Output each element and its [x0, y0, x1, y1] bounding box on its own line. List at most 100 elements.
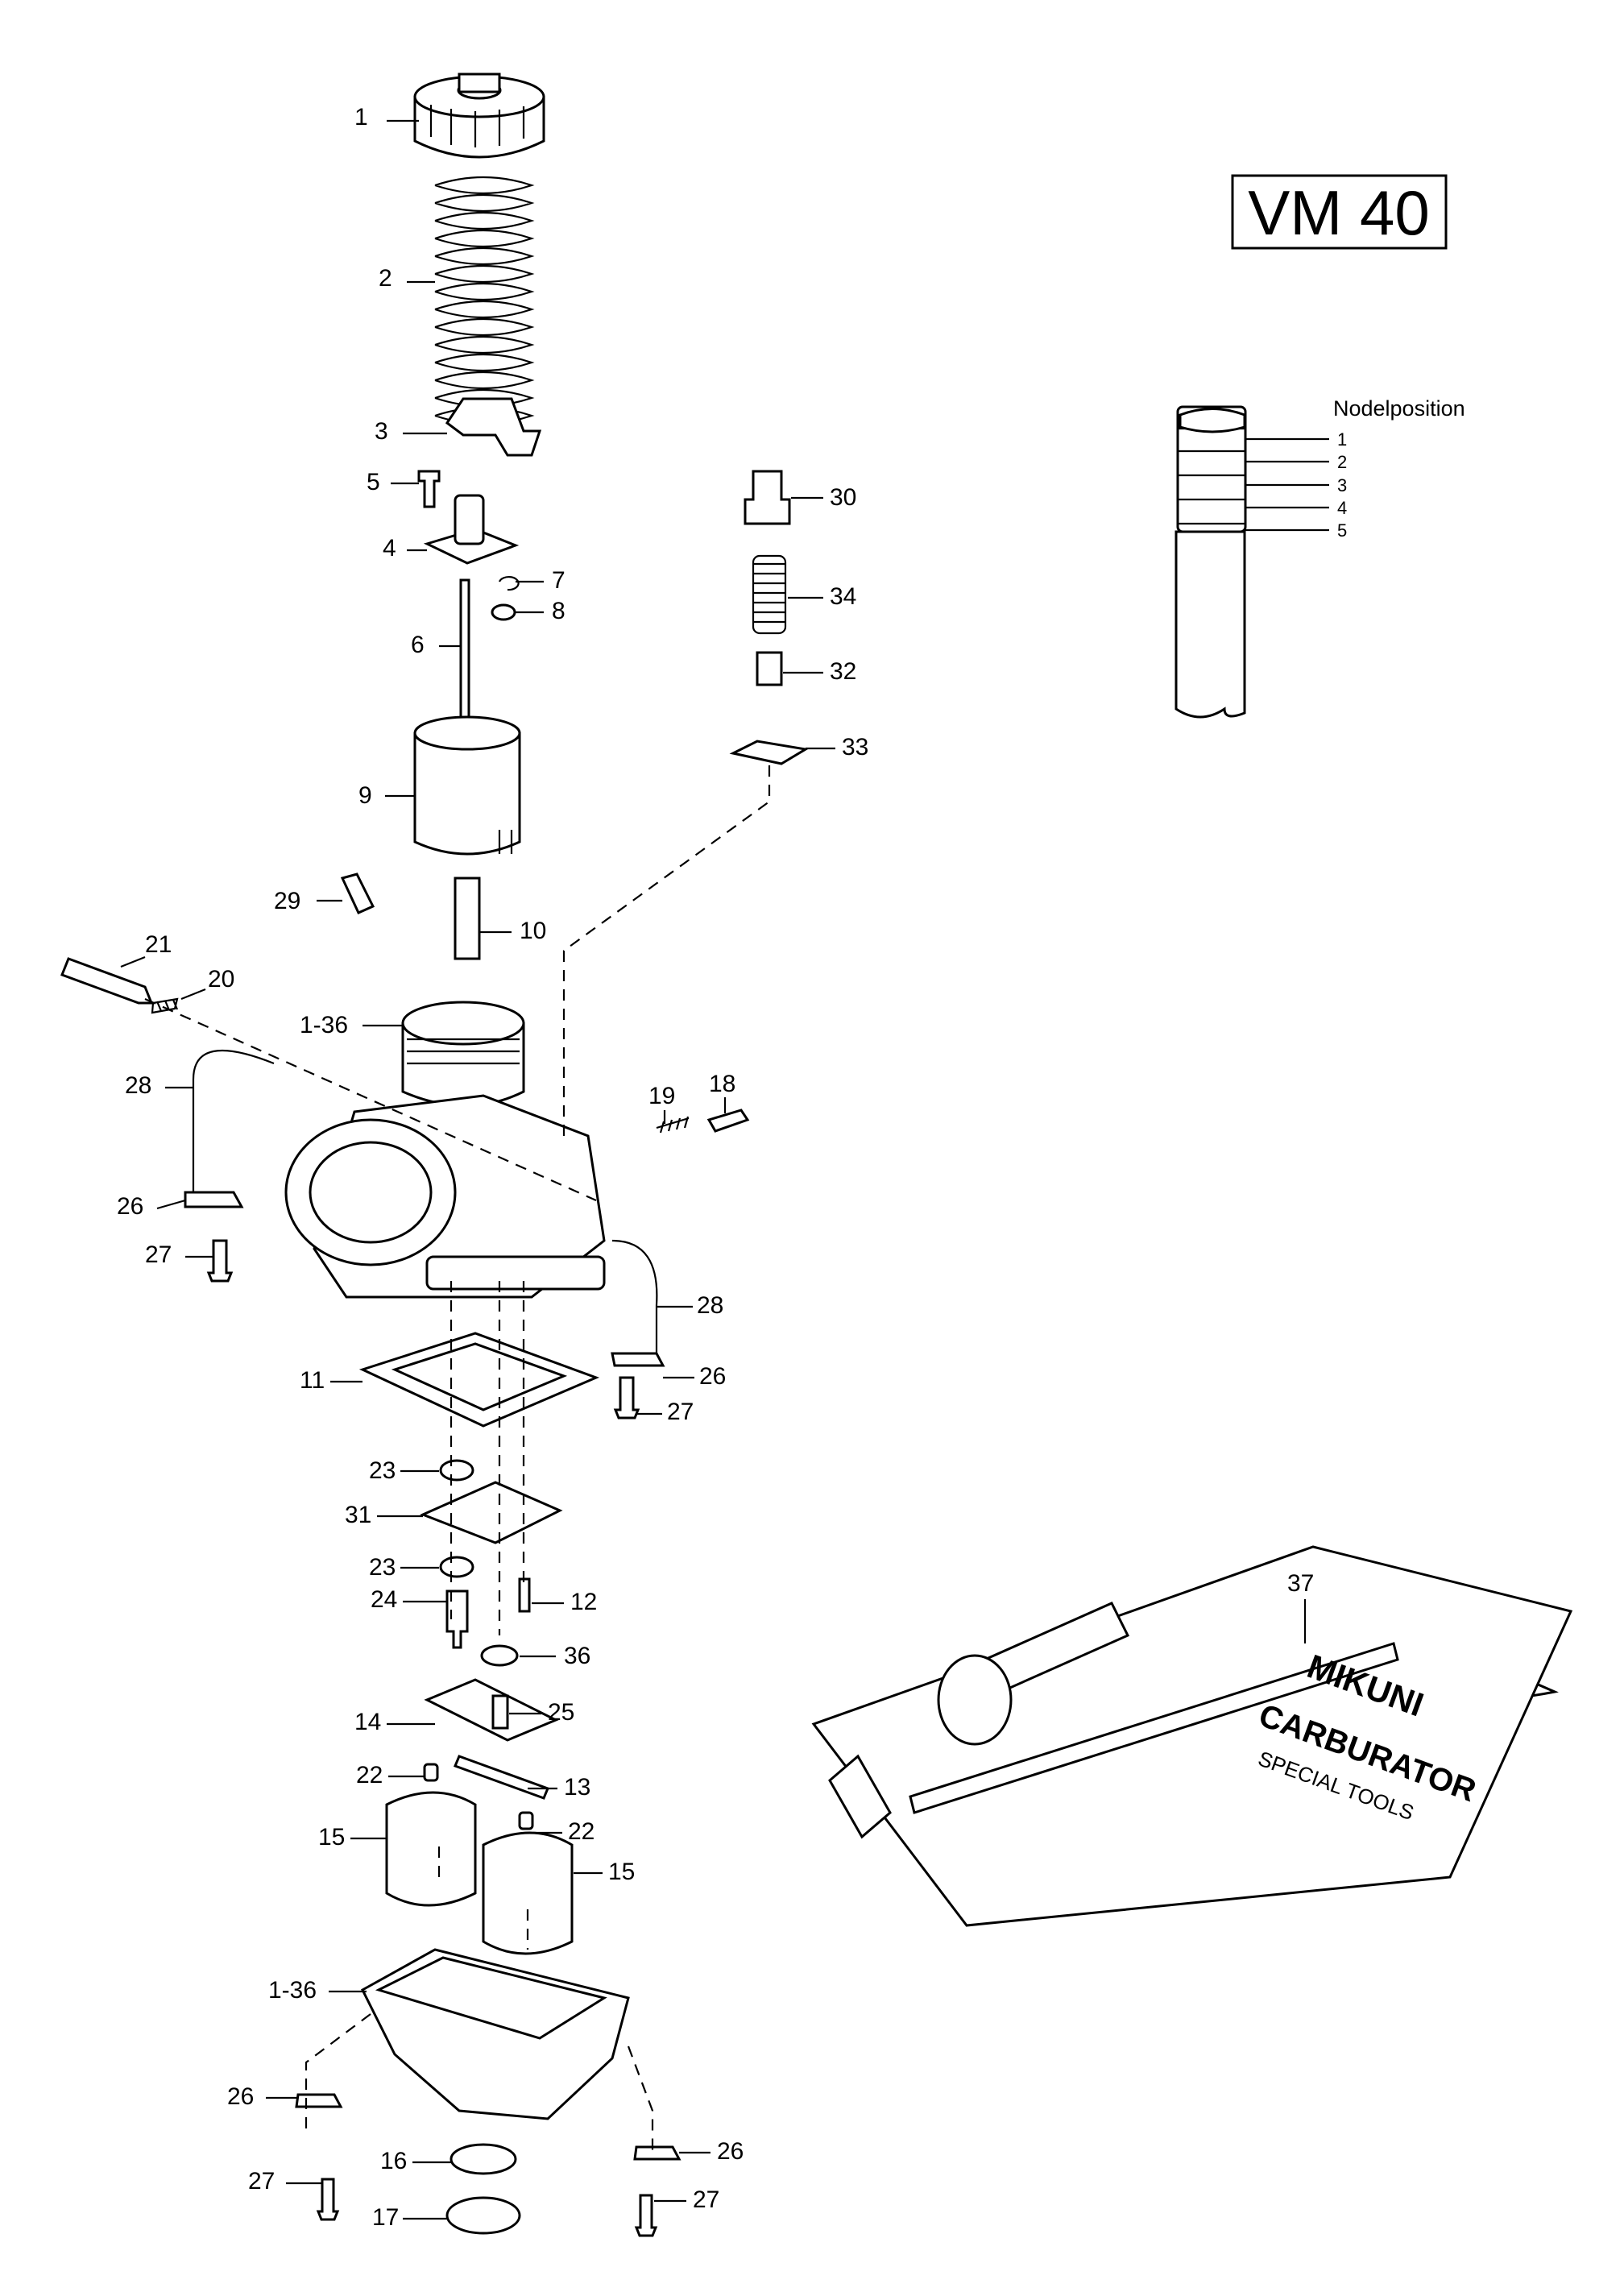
callout-number: 15 — [608, 1859, 635, 1885]
callout-number: 30 — [830, 484, 856, 511]
callout-c17: 17 — [372, 2204, 447, 2231]
callout-number: 13 — [564, 1774, 590, 1801]
part-37-tool-kit: MIKUNI CARBURATOR SPECIAL TOOLS — [811, 1545, 1573, 1927]
callout-c13: 13 — [528, 1774, 590, 1801]
part-31-plate — [420, 1481, 563, 1544]
callout-c23a: 23 — [369, 1457, 439, 1484]
callout-c14: 14 — [354, 1709, 435, 1735]
callout-number: 20 — [208, 966, 234, 993]
callout-number: 27 — [248, 2168, 275, 2195]
callout-c34: 34 — [788, 583, 856, 610]
callout-c15a: 15 — [318, 1824, 387, 1851]
part-14-float-arm — [424, 1678, 559, 1742]
callout-number: 22 — [568, 1818, 594, 1845]
part-22-pin-b — [518, 1811, 534, 1830]
model-label: VM 40 — [1231, 174, 1448, 250]
needle-position-4: 4 — [1337, 498, 1347, 518]
part-26-bracket-b — [611, 1352, 665, 1367]
callout-c26d: 26 — [679, 2138, 744, 2165]
callout-number: 21 — [145, 931, 172, 958]
callout-c25: 25 — [509, 1699, 574, 1726]
callout-c11: 11 — [300, 1367, 362, 1394]
part-25-needle-valve — [491, 1694, 509, 1730]
needle-inset-title: Nodelposition — [1333, 396, 1465, 421]
callout-c24: 24 — [371, 1586, 447, 1613]
callout-c27d: 27 — [654, 2186, 719, 2213]
part-29-screw — [340, 872, 375, 914]
callout-number: 1 — [354, 104, 368, 131]
callout-leader-line — [156, 1199, 186, 1210]
callout-number: 17 — [372, 2204, 399, 2231]
callout-number: 9 — [358, 782, 372, 809]
part-34-spring — [753, 562, 785, 624]
callout-number: 27 — [667, 1399, 694, 1425]
part-20-spring — [151, 997, 179, 1014]
callout-c29: 29 — [274, 888, 342, 914]
part-23-oring-b — [439, 1556, 474, 1578]
callout-c32: 32 — [783, 658, 856, 685]
part-21-air-screw — [60, 957, 154, 1005]
callout-c33: 33 — [806, 734, 868, 761]
callout-number: 29 — [274, 888, 300, 914]
callout-c1-36b: 1-36 — [268, 1977, 367, 2004]
part-1-36-body — [284, 1001, 606, 1299]
callout-c27c: 27 — [248, 2168, 322, 2195]
part-15-floats — [385, 1791, 574, 1955]
callout-c36: 36 — [520, 1643, 590, 1669]
callout-number: 26 — [117, 1193, 143, 1220]
callout-number: 14 — [354, 1709, 381, 1735]
callout-leader-line — [120, 955, 146, 968]
callout-c9: 9 — [358, 782, 415, 809]
part-4-clip — [423, 494, 520, 565]
part-19-spring — [656, 1116, 690, 1134]
callout-number: 10 — [520, 918, 546, 944]
callout-number: 4 — [383, 535, 396, 562]
callout-c23b: 23 — [369, 1554, 439, 1581]
callout-number: 16 — [380, 2148, 407, 2174]
callout-c30: 30 — [791, 484, 856, 511]
callout-c10: 10 — [479, 918, 546, 944]
callout-number: 25 — [548, 1699, 574, 1726]
callout-number: 19 — [648, 1083, 675, 1109]
part-17-drain-plug — [445, 2196, 521, 2235]
callout-c37: 37 — [1287, 1570, 1314, 1643]
part-23-oring-a — [439, 1459, 474, 1482]
callout-c5: 5 — [367, 469, 419, 495]
callout-c6: 6 — [411, 632, 461, 658]
callout-c21: 21 — [120, 931, 172, 968]
needle-position-3: 3 — [1337, 475, 1347, 495]
part-13-pin — [454, 1755, 549, 1800]
needle-position-1: 1 — [1337, 429, 1347, 450]
callout-c3: 3 — [375, 418, 447, 445]
callout-number: 28 — [125, 1072, 151, 1099]
part-12-pilot-jet — [518, 1577, 531, 1613]
callout-number: 23 — [369, 1554, 396, 1581]
callout-c12: 12 — [532, 1589, 597, 1615]
callout-number: 24 — [371, 1586, 397, 1613]
callout-number: 26 — [717, 2138, 744, 2165]
callout-c31: 31 — [345, 1502, 423, 1528]
callout-number: 12 — [570, 1589, 597, 1615]
callout-number: 1-36 — [300, 1012, 348, 1038]
callout-number: 33 — [842, 734, 868, 761]
callout-number: 1-36 — [268, 1977, 317, 2004]
callout-leader-line — [180, 988, 206, 1001]
part-36-washer — [480, 1644, 519, 1667]
callout-c28b: 28 — [657, 1292, 723, 1319]
callout-number: 27 — [693, 2186, 719, 2213]
callout-c2: 2 — [379, 265, 435, 292]
needle-position-2: 2 — [1337, 452, 1347, 472]
part-32-seat — [756, 651, 783, 686]
part-9-slide — [413, 715, 521, 856]
callout-c20: 20 — [180, 966, 234, 1001]
part-18-screw — [706, 1109, 750, 1133]
part-26-bracket-a — [184, 1191, 244, 1208]
part-16-oring — [450, 2143, 517, 2175]
part-1-36-float-bowl — [361, 1948, 630, 2120]
part-6-needle — [459, 578, 470, 722]
part-27-screw-a — [206, 1239, 234, 1283]
callout-c15b: 15 — [574, 1859, 635, 1885]
callout-c26a: 26 — [117, 1193, 186, 1220]
